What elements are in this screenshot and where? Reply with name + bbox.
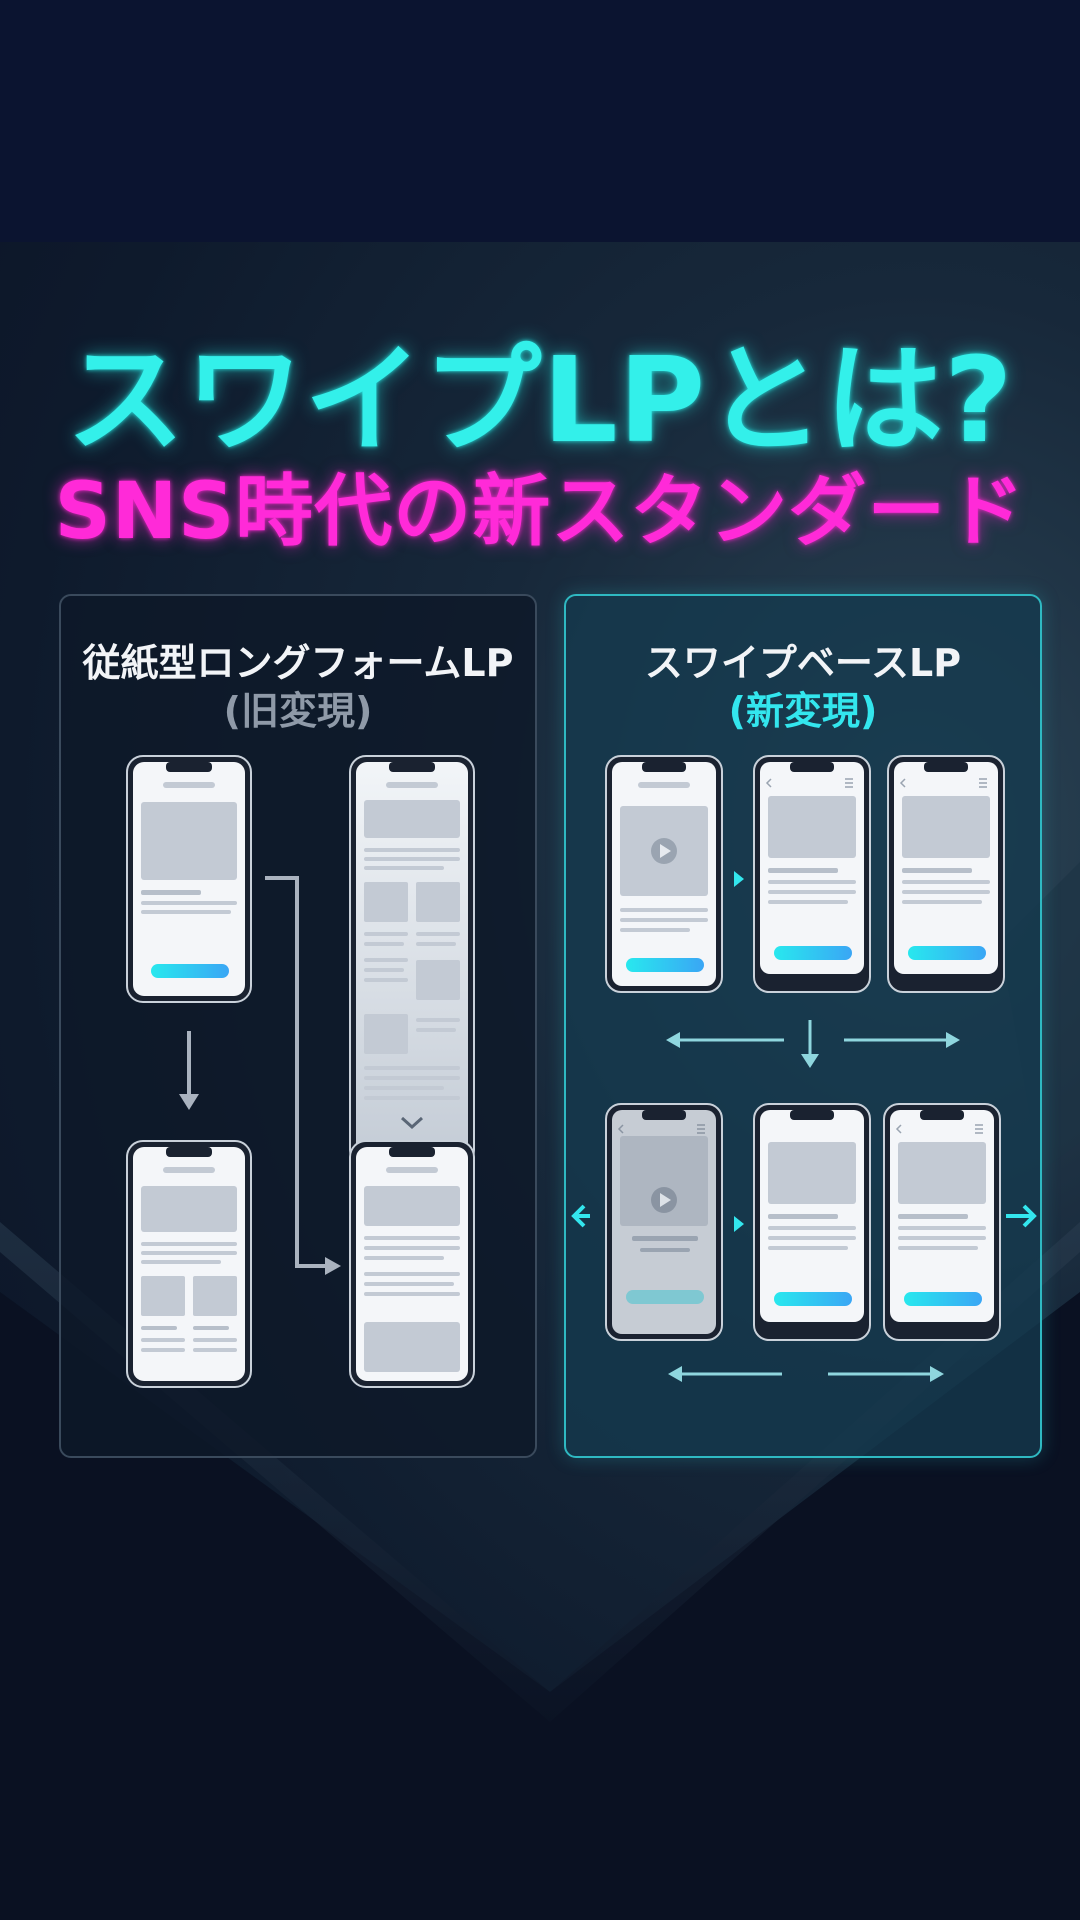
back-chevron-icon <box>899 778 906 788</box>
arrow-icon <box>571 1204 586 1228</box>
phone-mockup <box>126 755 252 1003</box>
play-icon <box>651 1187 677 1213</box>
swipe-panel-title: スワイプベースLP <box>644 641 962 685</box>
arrow-icon <box>734 871 744 887</box>
arrow-icon <box>676 1020 950 1056</box>
swipe-panel-subtitle: (新変現) <box>728 689 878 733</box>
longform-lp-panel: 従紙型ロングフォームLP (旧変現) <box>59 594 537 1458</box>
longform-panel-subtitle: (旧変現) <box>223 689 373 733</box>
phone-mockup <box>605 1103 723 1341</box>
page-title: スワイプLPとは? <box>66 331 1014 469</box>
arrow-icon <box>930 1366 944 1382</box>
swipe-lp-panel: スワイプベースLP (新変現) <box>564 594 1042 1458</box>
chevron-down-icon <box>400 1116 424 1130</box>
arrow-icon <box>668 1366 682 1382</box>
phone-mockup <box>605 755 723 993</box>
back-chevron-icon <box>895 1124 902 1134</box>
swipe-illustration <box>571 755 1037 1382</box>
arrow-icon <box>666 1032 680 1048</box>
phone-mockup <box>349 1140 475 1388</box>
long-scroll-phone <box>349 755 475 1167</box>
longform-panel-title: 従紙型ロングフォームLP <box>82 641 514 685</box>
arrow-icon <box>734 1216 744 1232</box>
arrow-icon <box>325 1257 341 1275</box>
top-band <box>0 0 1080 242</box>
back-chevron-icon <box>765 778 772 788</box>
phone-mockup <box>126 1140 252 1388</box>
back-chevron-icon <box>617 1124 624 1134</box>
phone-mockup <box>887 755 1005 993</box>
menu-icon <box>975 1124 983 1134</box>
play-icon <box>651 838 677 864</box>
page-subtitle: SNS時代の新スタンダード <box>54 467 1026 557</box>
menu-icon <box>979 778 987 788</box>
phone-mockup <box>883 1103 1001 1341</box>
phone-mockup <box>753 1103 871 1341</box>
arrow-icon <box>946 1032 960 1048</box>
menu-icon <box>697 1124 705 1134</box>
longform-illustration <box>126 755 475 1388</box>
arrow-icon <box>179 1094 199 1110</box>
arrow-icon <box>1022 1204 1037 1228</box>
arrow-icon <box>801 1054 819 1068</box>
menu-icon <box>845 778 853 788</box>
arrow-icon <box>265 876 327 1268</box>
phone-mockup <box>753 755 871 993</box>
